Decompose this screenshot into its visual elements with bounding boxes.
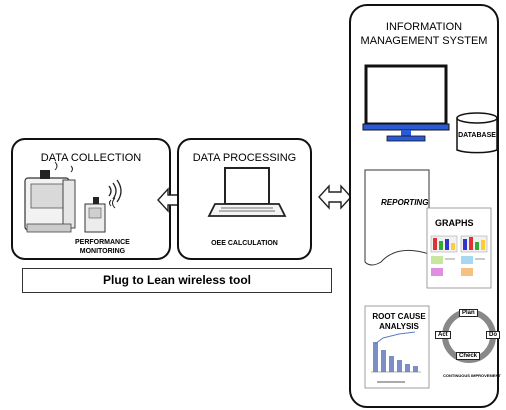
plug-to-lean-tool-bar: Plug to Lean wireless tool: [22, 268, 332, 293]
pdca-act-box: Act: [435, 331, 451, 339]
data-collection-panel: DATA COLLECTION PERFORMANCE MONITORING: [11, 138, 171, 260]
performance-label: PERFORMANCE: [75, 239, 130, 246]
root-cause-label-line1: ROOT CAUSE: [372, 312, 426, 321]
monitoring-label: MONITORING: [79, 248, 126, 255]
plug-to-lean-label: Plug to Lean wireless tool: [102, 273, 252, 287]
root-cause-label-line2: ANALYSIS: [379, 322, 419, 331]
oee-calculation-label: OEE CALCULATION: [211, 240, 278, 247]
pdca-plan-box: Plan: [459, 309, 478, 317]
graphs-label: GRAPHS: [435, 218, 474, 228]
continuous-improvement-label: CONTINUOUS IMPROVEMENT: [443, 373, 501, 378]
performance-monitoring-label: PERFORMANCE MONITORING: [75, 238, 130, 256]
ims-title: INFORMATION MANAGEMENT SYSTEM: [351, 20, 497, 48]
database-icon: [456, 112, 498, 154]
root-cause-analysis-label: ROOT CAUSE ANALYSIS: [371, 312, 427, 332]
reporting-label: REPORTING: [381, 198, 429, 207]
monitor-icon: [362, 64, 450, 142]
database-label: DATABASE: [458, 132, 496, 139]
data-collection-title: DATA COLLECTION: [40, 152, 142, 164]
information-management-system-panel: INFORMATION MANAGEMENT SYSTEM DATABASE R…: [349, 4, 501, 408]
ims-title-line2: MANAGEMENT SYSTEM: [360, 35, 488, 47]
root-cause-chart-icon: [364, 305, 430, 389]
laptop-icon: [207, 167, 287, 217]
pdca-check-box: Check: [456, 352, 481, 360]
sensor-devices-icon: [24, 161, 122, 233]
pdca-cycle-icon: [442, 309, 496, 363]
reporting-document-icon: [364, 169, 430, 266]
data-processing-panel: DATA PROCESSING OEE CALCULATION: [177, 138, 312, 260]
graphs-chart-icon: [426, 207, 492, 289]
double-arrow-icon: [318, 184, 352, 210]
pdca-do-box: Do: [486, 331, 500, 339]
ims-title-line1: INFORMATION: [385, 21, 463, 33]
data-processing-title: DATA PROCESSING: [192, 152, 297, 164]
